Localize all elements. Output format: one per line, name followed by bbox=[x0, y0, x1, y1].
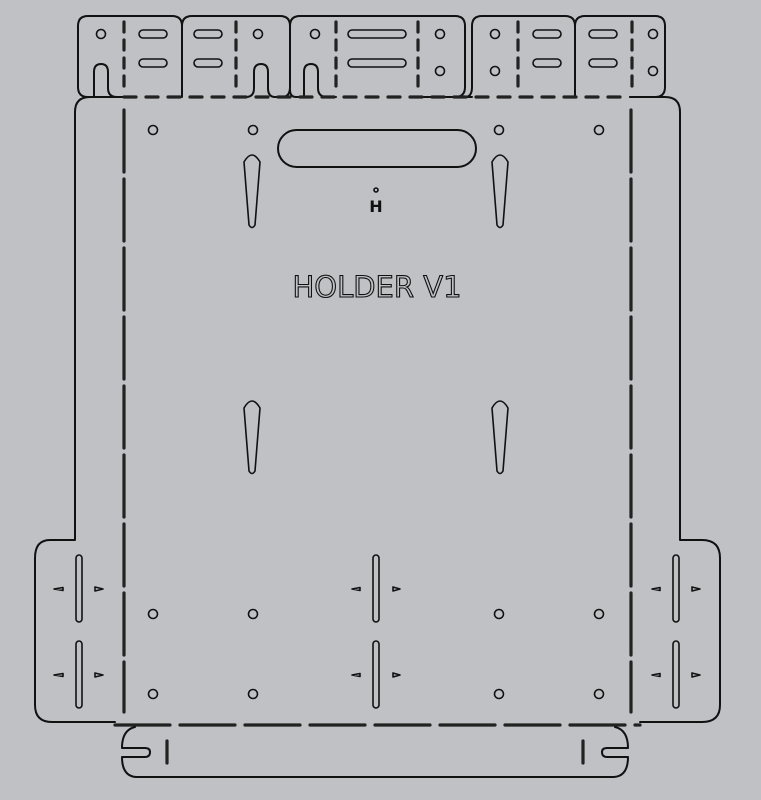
tab-fold-lines bbox=[122, 20, 634, 92]
holder-label: HOLDER V1 bbox=[292, 270, 461, 304]
bottom-strip bbox=[121, 726, 629, 778]
h-marker-label: H bbox=[369, 197, 382, 216]
center-tab-slots bbox=[351, 554, 401, 709]
top-tabs bbox=[77, 15, 666, 99]
left-flap bbox=[53, 554, 104, 709]
handle-slot bbox=[277, 129, 477, 168]
right-flap bbox=[651, 554, 701, 709]
top-tab-5-outline bbox=[574, 15, 666, 98]
tab-holes bbox=[95, 28, 659, 77]
top-tab-2-outline bbox=[181, 15, 291, 98]
main-panel: H HOLDER V1 bbox=[34, 96, 721, 727]
teardrop-slots bbox=[243, 154, 509, 475]
mounting-holes bbox=[147, 124, 605, 700]
top-tab-3-outline bbox=[289, 15, 466, 98]
h-marker: H bbox=[369, 187, 383, 216]
top-tab-1-outline bbox=[77, 15, 183, 98]
top-tab-4-outline bbox=[419, 15, 576, 98]
tab-slots bbox=[138, 29, 618, 68]
main-panel-outline bbox=[34, 96, 721, 723]
bottom-strip-outline bbox=[121, 726, 629, 778]
